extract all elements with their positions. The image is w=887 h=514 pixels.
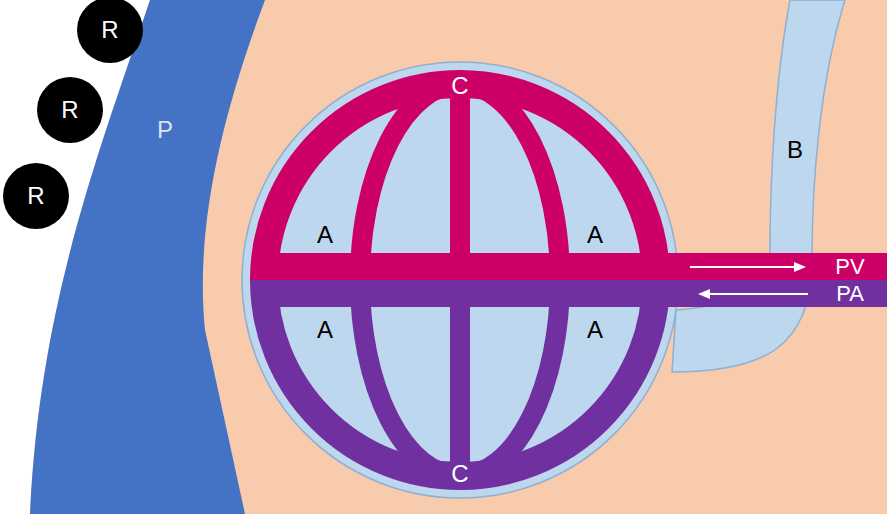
deoxygenated-capillaries [264,280,656,476]
alveolus-label: A [317,223,333,247]
part-letter: B [787,138,803,162]
part-letter: R [27,184,44,208]
part-letter: PV [835,256,864,278]
flow-arrow [708,293,808,295]
alveolus-label: A [587,318,603,342]
capillary-label: C [451,462,468,486]
oxygenated-capillaries [264,84,656,280]
part-letter: PA [836,283,864,305]
reference-disc [37,77,103,143]
vessel-label-box: PV [815,253,885,280]
reference-disc [3,163,69,229]
alveolus-label: A [587,223,603,247]
pleura-label-box: P [140,110,190,150]
bronchiole-label-box: B [775,130,815,170]
arrow-head [698,289,710,299]
capillary-ring [264,280,656,476]
capillary-bar [450,84,470,280]
alveolus-label: A [317,318,333,342]
reference-disc [77,0,143,63]
part-letter: P [157,118,173,142]
capillary-ring [264,84,656,280]
bronchiole-tube [672,0,845,372]
capillary-arc [360,84,560,280]
reference-circle: R [77,0,143,63]
arrow-head [794,262,806,272]
capillary-bar [450,280,470,476]
part-letter: R [101,18,118,42]
reference-circle: R [3,163,69,229]
reference-circle: R [37,77,103,143]
part-letter: R [61,98,78,122]
pleura-band [30,0,265,514]
capillary-arc [360,280,560,476]
capillary-label: C [451,74,468,98]
vessel-label-box: PA [815,280,885,307]
flow-arrow [690,266,796,268]
